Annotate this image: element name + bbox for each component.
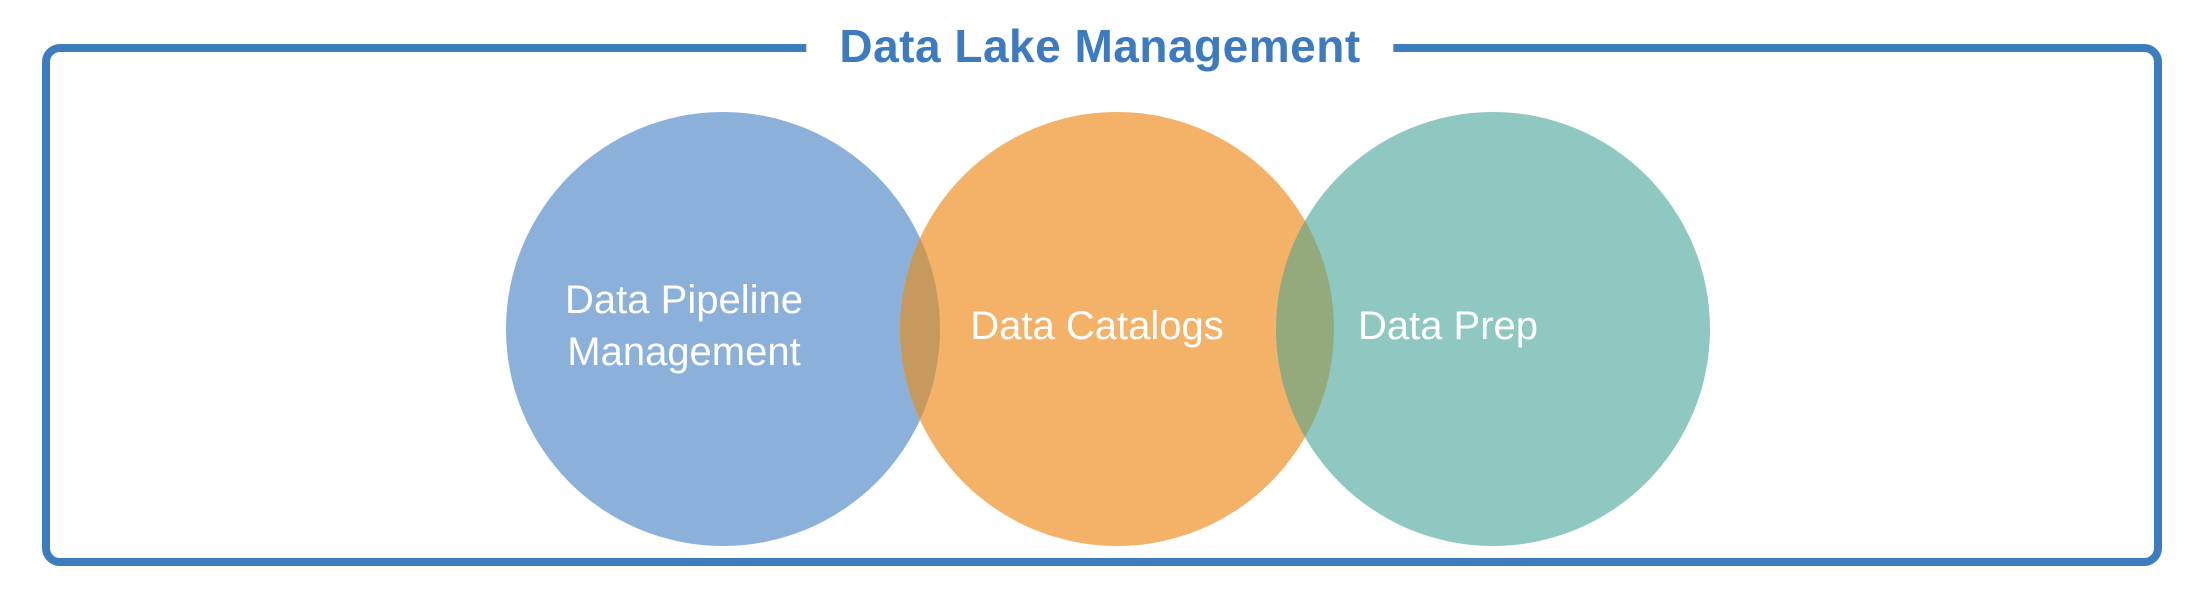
label-line: Data Prep xyxy=(1357,304,1539,348)
circle-data-pipeline-management xyxy=(506,112,940,546)
label-data-catalogs: Data Catalogs xyxy=(970,300,1223,352)
label-data-pipeline-management: Data Pipeline Management xyxy=(565,274,803,378)
circle-data-catalogs xyxy=(900,112,1334,546)
circle-data-prep xyxy=(1276,112,1710,546)
label-line: Management xyxy=(567,330,801,374)
diagram-title: Data Lake Management xyxy=(806,19,1394,73)
label-line: Data Pipeline xyxy=(565,278,803,322)
label-data-prep: Data Prep xyxy=(1358,300,1538,352)
label-line: Data Catalogs xyxy=(970,304,1224,348)
